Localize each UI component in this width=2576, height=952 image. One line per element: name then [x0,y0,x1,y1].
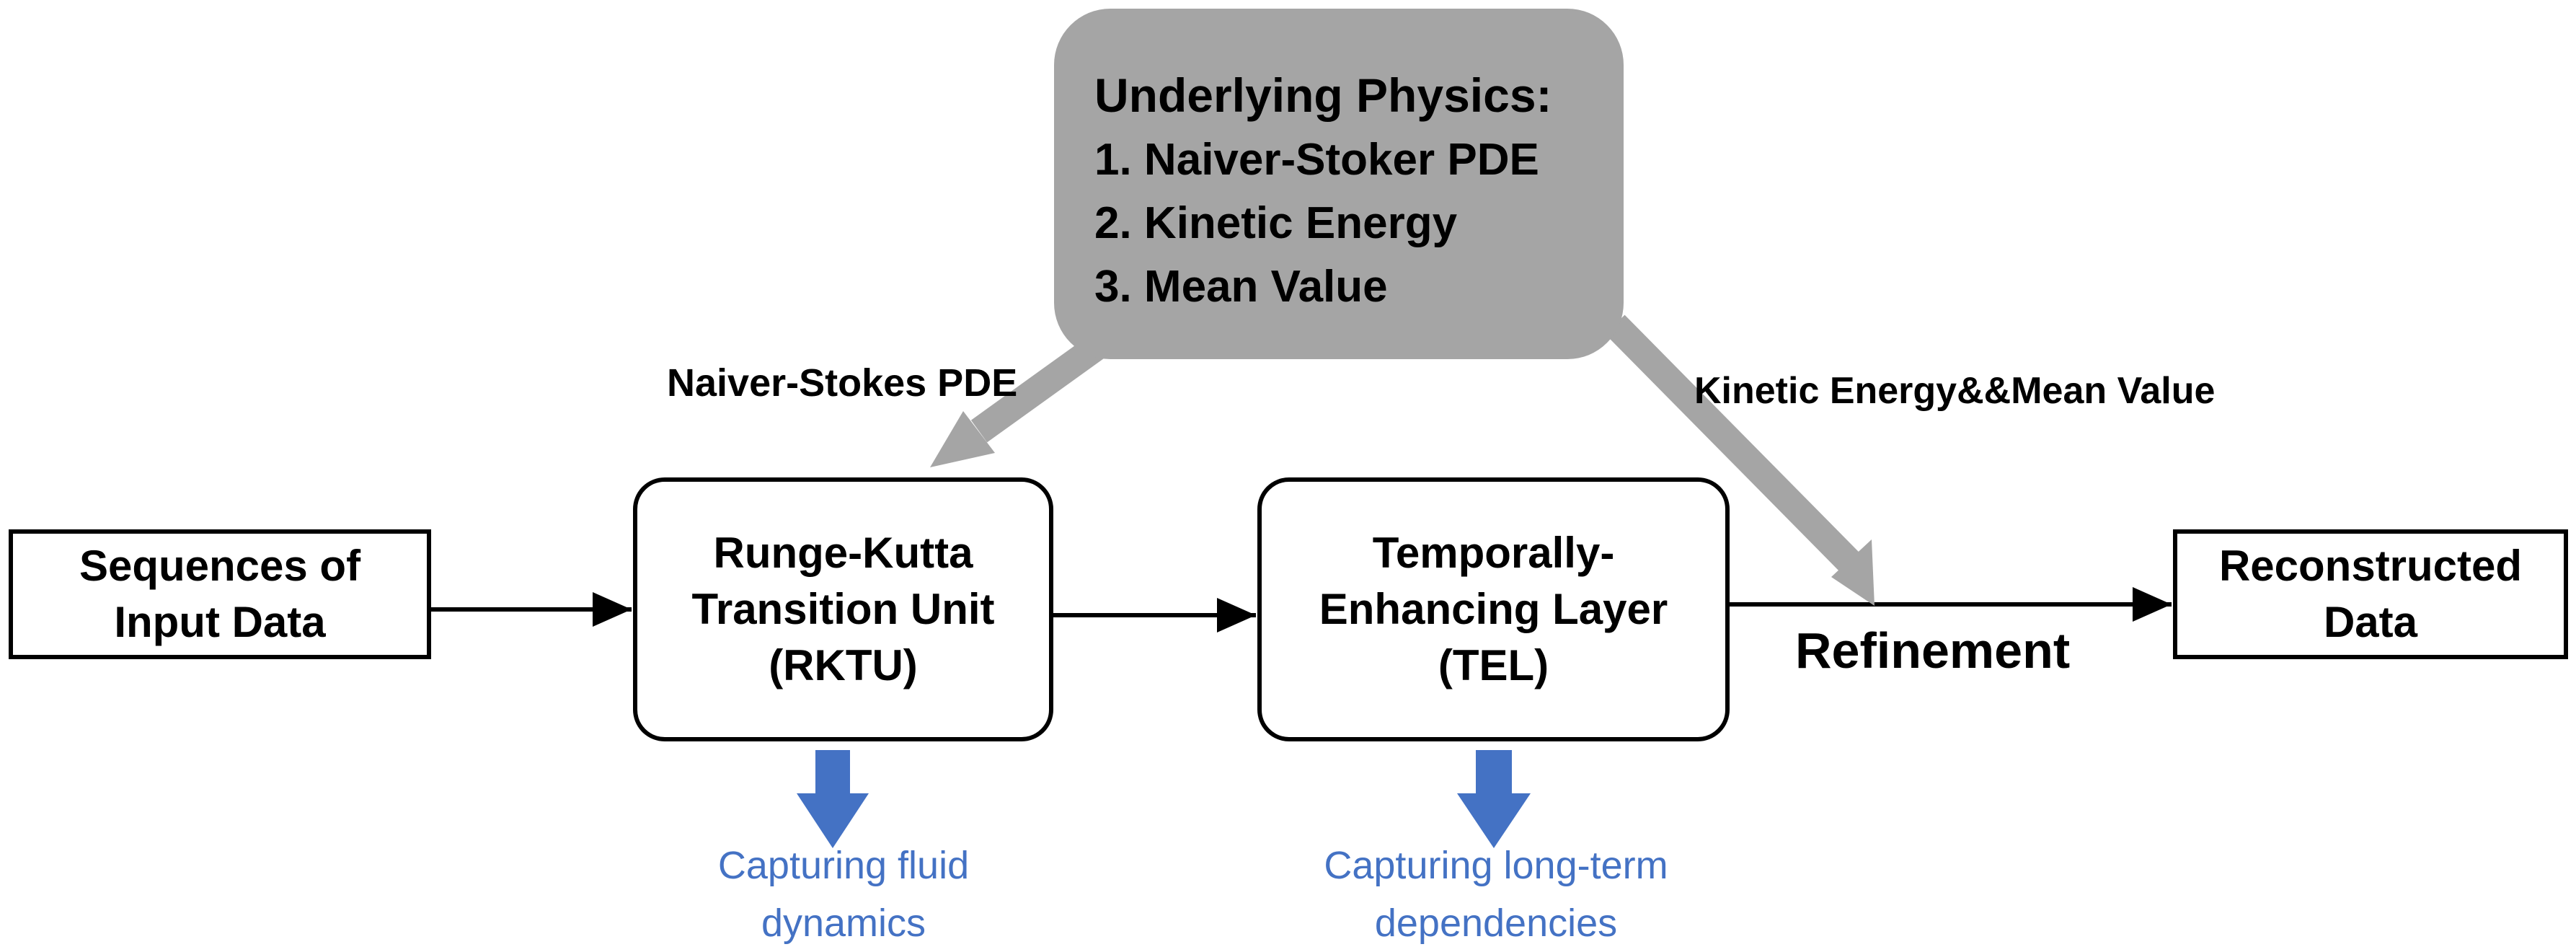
note-tel: Capturing long-term dependencies [1254,837,1738,952]
tel-line-3: (TEL) [1438,641,1549,689]
physics-box: Underlying Physics: 1. Naiver-Stoker PDE… [1054,9,1624,359]
physics-item-pde: 1. Naiver-Stoker PDE [1094,135,1539,185]
tel-line-1: Temporally- [1372,529,1615,577]
physics-item-mean-value: 3. Mean Value [1094,262,1388,312]
label-kinetic-energy-mean-value: Kinetic Energy&&Mean Value [1694,370,2216,412]
output-line-1: Reconstructed [2218,542,2523,590]
label-refinement: Refinement [1795,622,2071,679]
output-line-2: Data [2323,598,2418,646]
arrow-rktu-down [797,750,869,848]
note-tel-line-2: dependencies [1374,902,1618,945]
physics-item-kinetic-energy: 2. Kinetic Energy [1094,198,1458,248]
label-naiver-stokes-pde: Naiver-Stokes PDE [667,361,1018,405]
note-rktu-line-2: dynamics [761,902,926,945]
note-rktu-line-1: Capturing fluid [717,844,970,887]
physics-title: Underlying Physics: [1094,69,1552,122]
rktu-line-3: (RKTU) [769,641,918,689]
input-line-1: Sequences of [79,542,361,590]
input-line-2: Input Data [114,598,326,646]
arrow-tel-down [1457,750,1531,848]
arrow-physics-to-refinement [1605,314,1860,573]
note-rktu: Capturing fluid dynamics [627,837,1060,952]
arrow-physics-to-rktu-head [930,411,995,467]
rktu-box: Runge-Kutta Transition Unit (RKTU) [633,477,1053,741]
rktu-line-1: Runge-Kutta [713,529,973,577]
reconstructed-data-box: Reconstructed Data [2173,529,2568,659]
tel-line-2: Enhancing Layer [1319,585,1668,633]
tel-box: Temporally- Enhancing Layer (TEL) [1257,477,1730,741]
arrow-physics-to-rktu [970,333,1108,443]
input-data-box: Sequences of Input Data [9,529,431,659]
rktu-line-2: Transition Unit [691,585,995,633]
note-tel-line-1: Capturing long-term [1324,844,1668,887]
arrow-physics-to-refinement-head [1831,539,1875,606]
